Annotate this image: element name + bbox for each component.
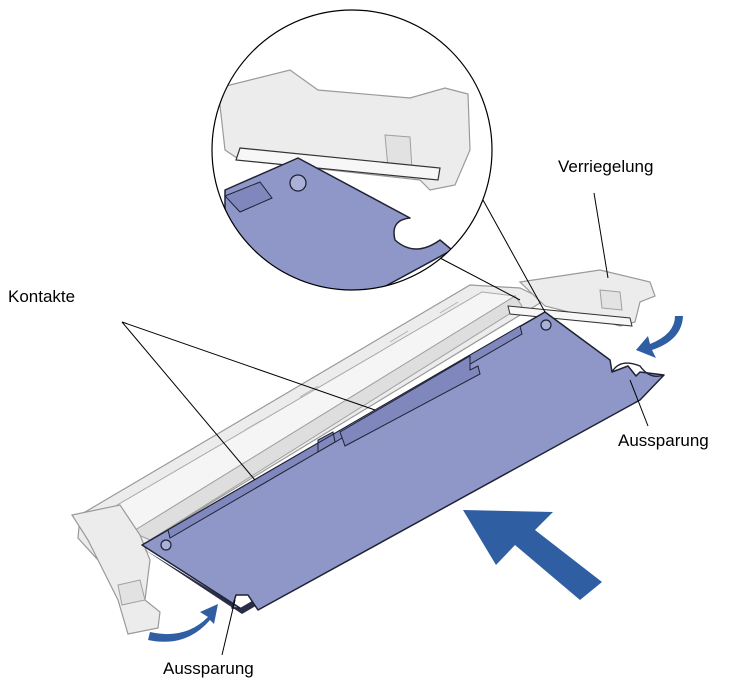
leader-notch-bottom: [221, 599, 236, 656]
right-latch-detail: [599, 289, 623, 311]
label-contacts: Kontakte: [8, 287, 75, 306]
label-notch-right: Aussparung: [618, 431, 709, 450]
zoomed-module-hole: [289, 174, 307, 192]
left-latch-detail: [117, 579, 146, 606]
leader-contacts-2: [121, 321, 256, 481]
curved-arrow-icon-right: [636, 316, 683, 358]
leader-lines: [121, 192, 649, 656]
memory-connector-slot: [71, 269, 656, 635]
curved-arrow-icon-bottom: [148, 604, 218, 642]
zoomed-module-contacts: [224, 181, 273, 213]
zoomed-module: [224, 157, 453, 290]
memory-module: [141, 311, 665, 614]
leader-contacts-1: [121, 321, 376, 411]
connector-face: [130, 295, 523, 541]
magnifier-line-1: [482, 199, 546, 313]
zoomed-slot: [235, 147, 441, 181]
magnifier-circle-outline: [211, 9, 493, 291]
module-hole-left: [160, 539, 172, 551]
module-right-notch: [611, 362, 665, 378]
label-notch-bottom: Aussparung: [163, 659, 254, 678]
leader-notch-right: [629, 379, 649, 427]
label-latch: Verriegelung: [558, 157, 653, 176]
magnifier-line-2: [439, 257, 521, 301]
large-insert-arrow-icon: [463, 510, 602, 600]
right-latch-slot: [507, 305, 633, 327]
module-contact-strip-2: [339, 355, 481, 447]
connector-ridge: [244, 301, 459, 431]
module-hole-right: [540, 319, 552, 331]
leader-latch: [593, 192, 609, 279]
magnified-detail-view: [211, 9, 546, 313]
